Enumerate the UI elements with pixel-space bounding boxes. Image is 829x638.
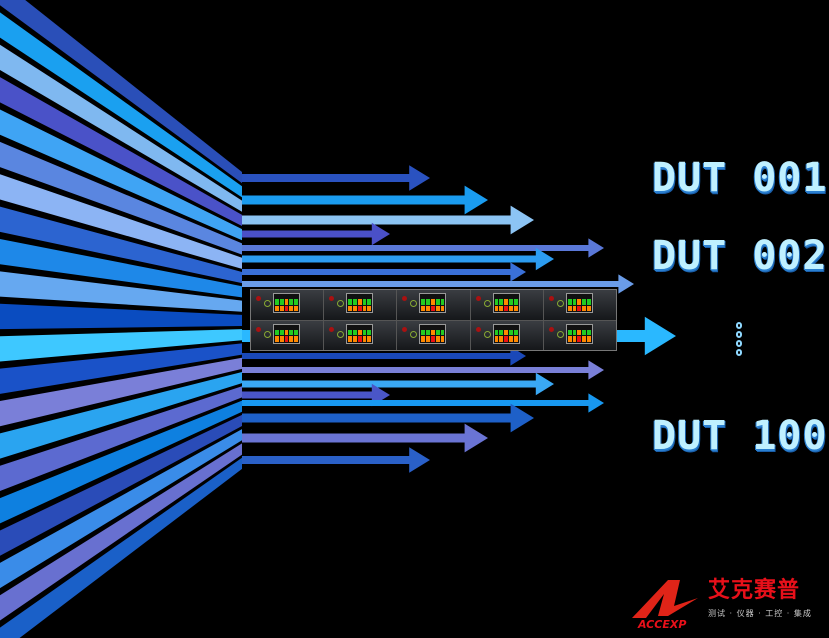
signal-arrow	[242, 247, 554, 271]
instrument-unit	[543, 320, 616, 350]
signal-arrow	[242, 165, 430, 191]
dut-label-002: DUT 002	[652, 233, 828, 279]
signal-arrow	[242, 423, 488, 453]
dial-icon	[410, 300, 418, 307]
instrument-unit	[470, 290, 543, 320]
fan-stripe	[0, 329, 242, 362]
status-display	[565, 323, 593, 344]
instrument-unit	[251, 290, 324, 320]
power-knob-icon	[548, 326, 554, 332]
status-display	[419, 293, 447, 313]
power-knob-icon	[329, 326, 335, 332]
fan-stripe	[0, 239, 242, 298]
power-knob-icon	[329, 296, 335, 301]
power-knob-icon	[256, 326, 261, 332]
dial-icon	[337, 300, 345, 307]
logo-chinese: 艾克赛普	[708, 578, 801, 603]
status-display	[346, 293, 374, 313]
status-display	[565, 293, 593, 313]
fan-stripe	[0, 357, 242, 427]
dial-icon	[483, 300, 491, 307]
instrument-unit	[397, 320, 470, 350]
fan-stripe	[0, 109, 242, 241]
status-display	[492, 293, 520, 313]
status-display	[346, 323, 374, 344]
signal-arrow	[242, 346, 526, 366]
status-display	[492, 323, 520, 344]
instrument-rack	[250, 289, 617, 351]
dut-label-100: DUT 100	[652, 413, 828, 459]
power-knob-icon	[548, 296, 554, 301]
signal-arrow	[242, 205, 534, 235]
fan-stripe	[0, 457, 242, 638]
fan-stripe	[0, 429, 242, 589]
instrument-unit	[324, 320, 397, 350]
instrument-unit	[251, 320, 324, 350]
dial-icon	[264, 300, 271, 307]
fan-stripe	[0, 174, 242, 269]
dial-icon	[556, 330, 564, 338]
signal-arrow	[242, 403, 534, 433]
instrument-unit	[543, 290, 616, 320]
fan-stripe	[0, 414, 242, 556]
fan-stripe	[0, 206, 242, 284]
logo-english: ACCEXP	[638, 618, 687, 631]
fan-stripe	[0, 400, 242, 524]
instrument-unit	[470, 320, 543, 350]
signal-arrow	[242, 185, 488, 215]
instrument-unit	[324, 290, 397, 320]
status-display	[273, 323, 300, 344]
fan-stripe	[0, 44, 242, 212]
signal-arrow	[242, 447, 430, 473]
fan-stripe	[0, 12, 242, 198]
signal-arrow	[242, 383, 390, 407]
dut-label-001: DUT 001	[652, 155, 828, 201]
fan-stripe	[0, 0, 242, 184]
power-knob-icon	[256, 296, 261, 301]
fan-stripe	[0, 77, 242, 227]
signal-arrow	[242, 262, 526, 282]
logo-tagline: 测试 · 仪器 · 工控 · 集成	[708, 609, 812, 618]
instrument-unit	[397, 290, 470, 320]
company-logo: ACCEXP 艾克赛普 测试 · 仪器 · 工控 · 集成	[628, 578, 828, 634]
signal-arrow	[242, 360, 604, 380]
dial-icon	[556, 300, 564, 307]
signal-arrow	[242, 372, 554, 396]
fan-stripe	[0, 443, 242, 621]
logo-a-mark-icon	[632, 580, 698, 618]
power-knob-icon	[475, 326, 481, 332]
signal-arrow	[242, 222, 390, 246]
power-knob-icon	[402, 296, 408, 301]
dial-icon	[337, 330, 345, 338]
power-knob-icon	[475, 296, 481, 301]
dial-icon	[483, 330, 491, 338]
status-display	[419, 323, 447, 344]
fan-stripe	[0, 343, 242, 394]
status-display	[273, 293, 300, 313]
signal-arrow	[242, 274, 634, 294]
fan-stripe	[0, 386, 242, 491]
power-knob-icon	[402, 326, 408, 332]
fan-stripe	[0, 271, 242, 312]
fan-stripe	[0, 141, 242, 255]
dial-icon	[410, 330, 418, 338]
signal-arrow	[242, 238, 604, 258]
fan-stripe	[0, 303, 242, 330]
dial-icon	[264, 330, 271, 338]
ellipsis-dots	[736, 322, 744, 358]
fan-stripe	[0, 372, 242, 459]
signal-arrow	[242, 393, 604, 413]
